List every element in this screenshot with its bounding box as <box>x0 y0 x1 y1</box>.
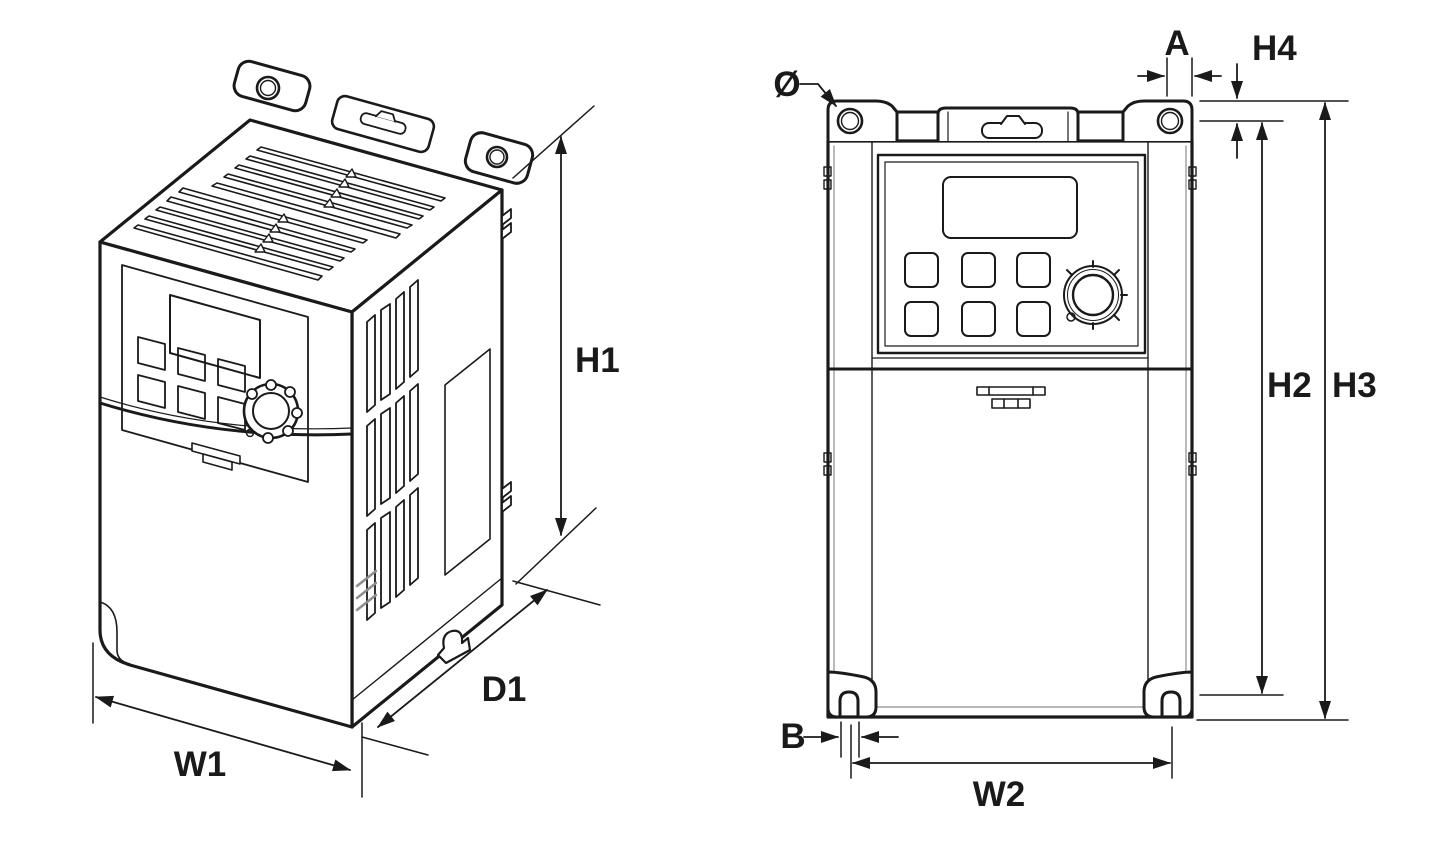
mounting-hole-top-right <box>1156 107 1184 135</box>
keyhole-slot-bump-front <box>1000 115 1026 125</box>
mounting-hole-icon <box>255 75 281 101</box>
dim-label-w1: W1 <box>174 745 227 784</box>
cover-seam <box>98 401 354 437</box>
mounting-slot-bottom-right <box>1142 670 1194 719</box>
cover-latch-handle-front <box>976 386 1046 409</box>
h1-dimension: H1 <box>512 105 620 585</box>
mounting-hole-top-left <box>836 107 864 135</box>
keyhole-slot-bump <box>374 110 396 123</box>
dial-knob <box>242 379 303 444</box>
mounting-hole-icon <box>485 145 509 169</box>
rear-edge-clips <box>501 208 512 513</box>
d1-dimension: D1 <box>361 580 601 756</box>
front-view: Ø A H4 H2 H3 <box>773 24 1376 814</box>
mounting-tab-rear-left <box>232 59 312 113</box>
top-vent-slats <box>133 146 446 281</box>
h4-dimension: H4 <box>1199 29 1349 159</box>
dim-label-h2: H2 <box>1267 366 1312 405</box>
a-dimension: A <box>1137 24 1222 97</box>
w2-dimension: W2 <box>850 724 1173 814</box>
vent-arrow-marks <box>254 168 357 253</box>
hanger-plate-front <box>936 106 1080 143</box>
device-front-face <box>98 240 354 729</box>
dim-label-h3: H3 <box>1332 366 1377 405</box>
hanger-plate <box>330 94 436 154</box>
dim-label-b: B <box>780 717 805 756</box>
side-label-area <box>444 348 491 576</box>
dim-label-d1: D1 <box>482 670 527 709</box>
display-screen-front <box>942 176 1078 239</box>
side-small-vents <box>355 569 378 612</box>
dim-label-diameter: Ø <box>773 65 800 104</box>
display-screen <box>169 294 261 379</box>
dim-label-h1: H1 <box>575 341 620 380</box>
edge-clips-front <box>823 166 1197 476</box>
keypad-buttons <box>137 336 246 431</box>
dial-knob-front <box>1063 260 1128 330</box>
w1-dimension: W1 <box>92 642 363 798</box>
dim-label-h4: H4 <box>1252 29 1297 68</box>
mounting-tab-rear-right <box>463 131 535 185</box>
isometric-view: H1 W1 D1 <box>92 59 620 798</box>
keypad-panel-front <box>876 153 1147 355</box>
keypad-panel <box>121 264 309 483</box>
h3-dimension: H3 <box>1319 102 1377 719</box>
dim-label-a: A <box>1164 24 1189 63</box>
b-dimension: B <box>780 717 899 758</box>
diameter-callout: Ø <box>773 65 837 107</box>
h2-dimension: H2 <box>1256 122 1312 694</box>
mounting-slot-bottom-left <box>826 670 878 719</box>
dim-label-w2: W2 <box>973 775 1026 814</box>
cover-latch-handle <box>191 442 241 471</box>
side-vent-slats <box>366 279 419 621</box>
keypad-buttons-front <box>904 252 1051 337</box>
